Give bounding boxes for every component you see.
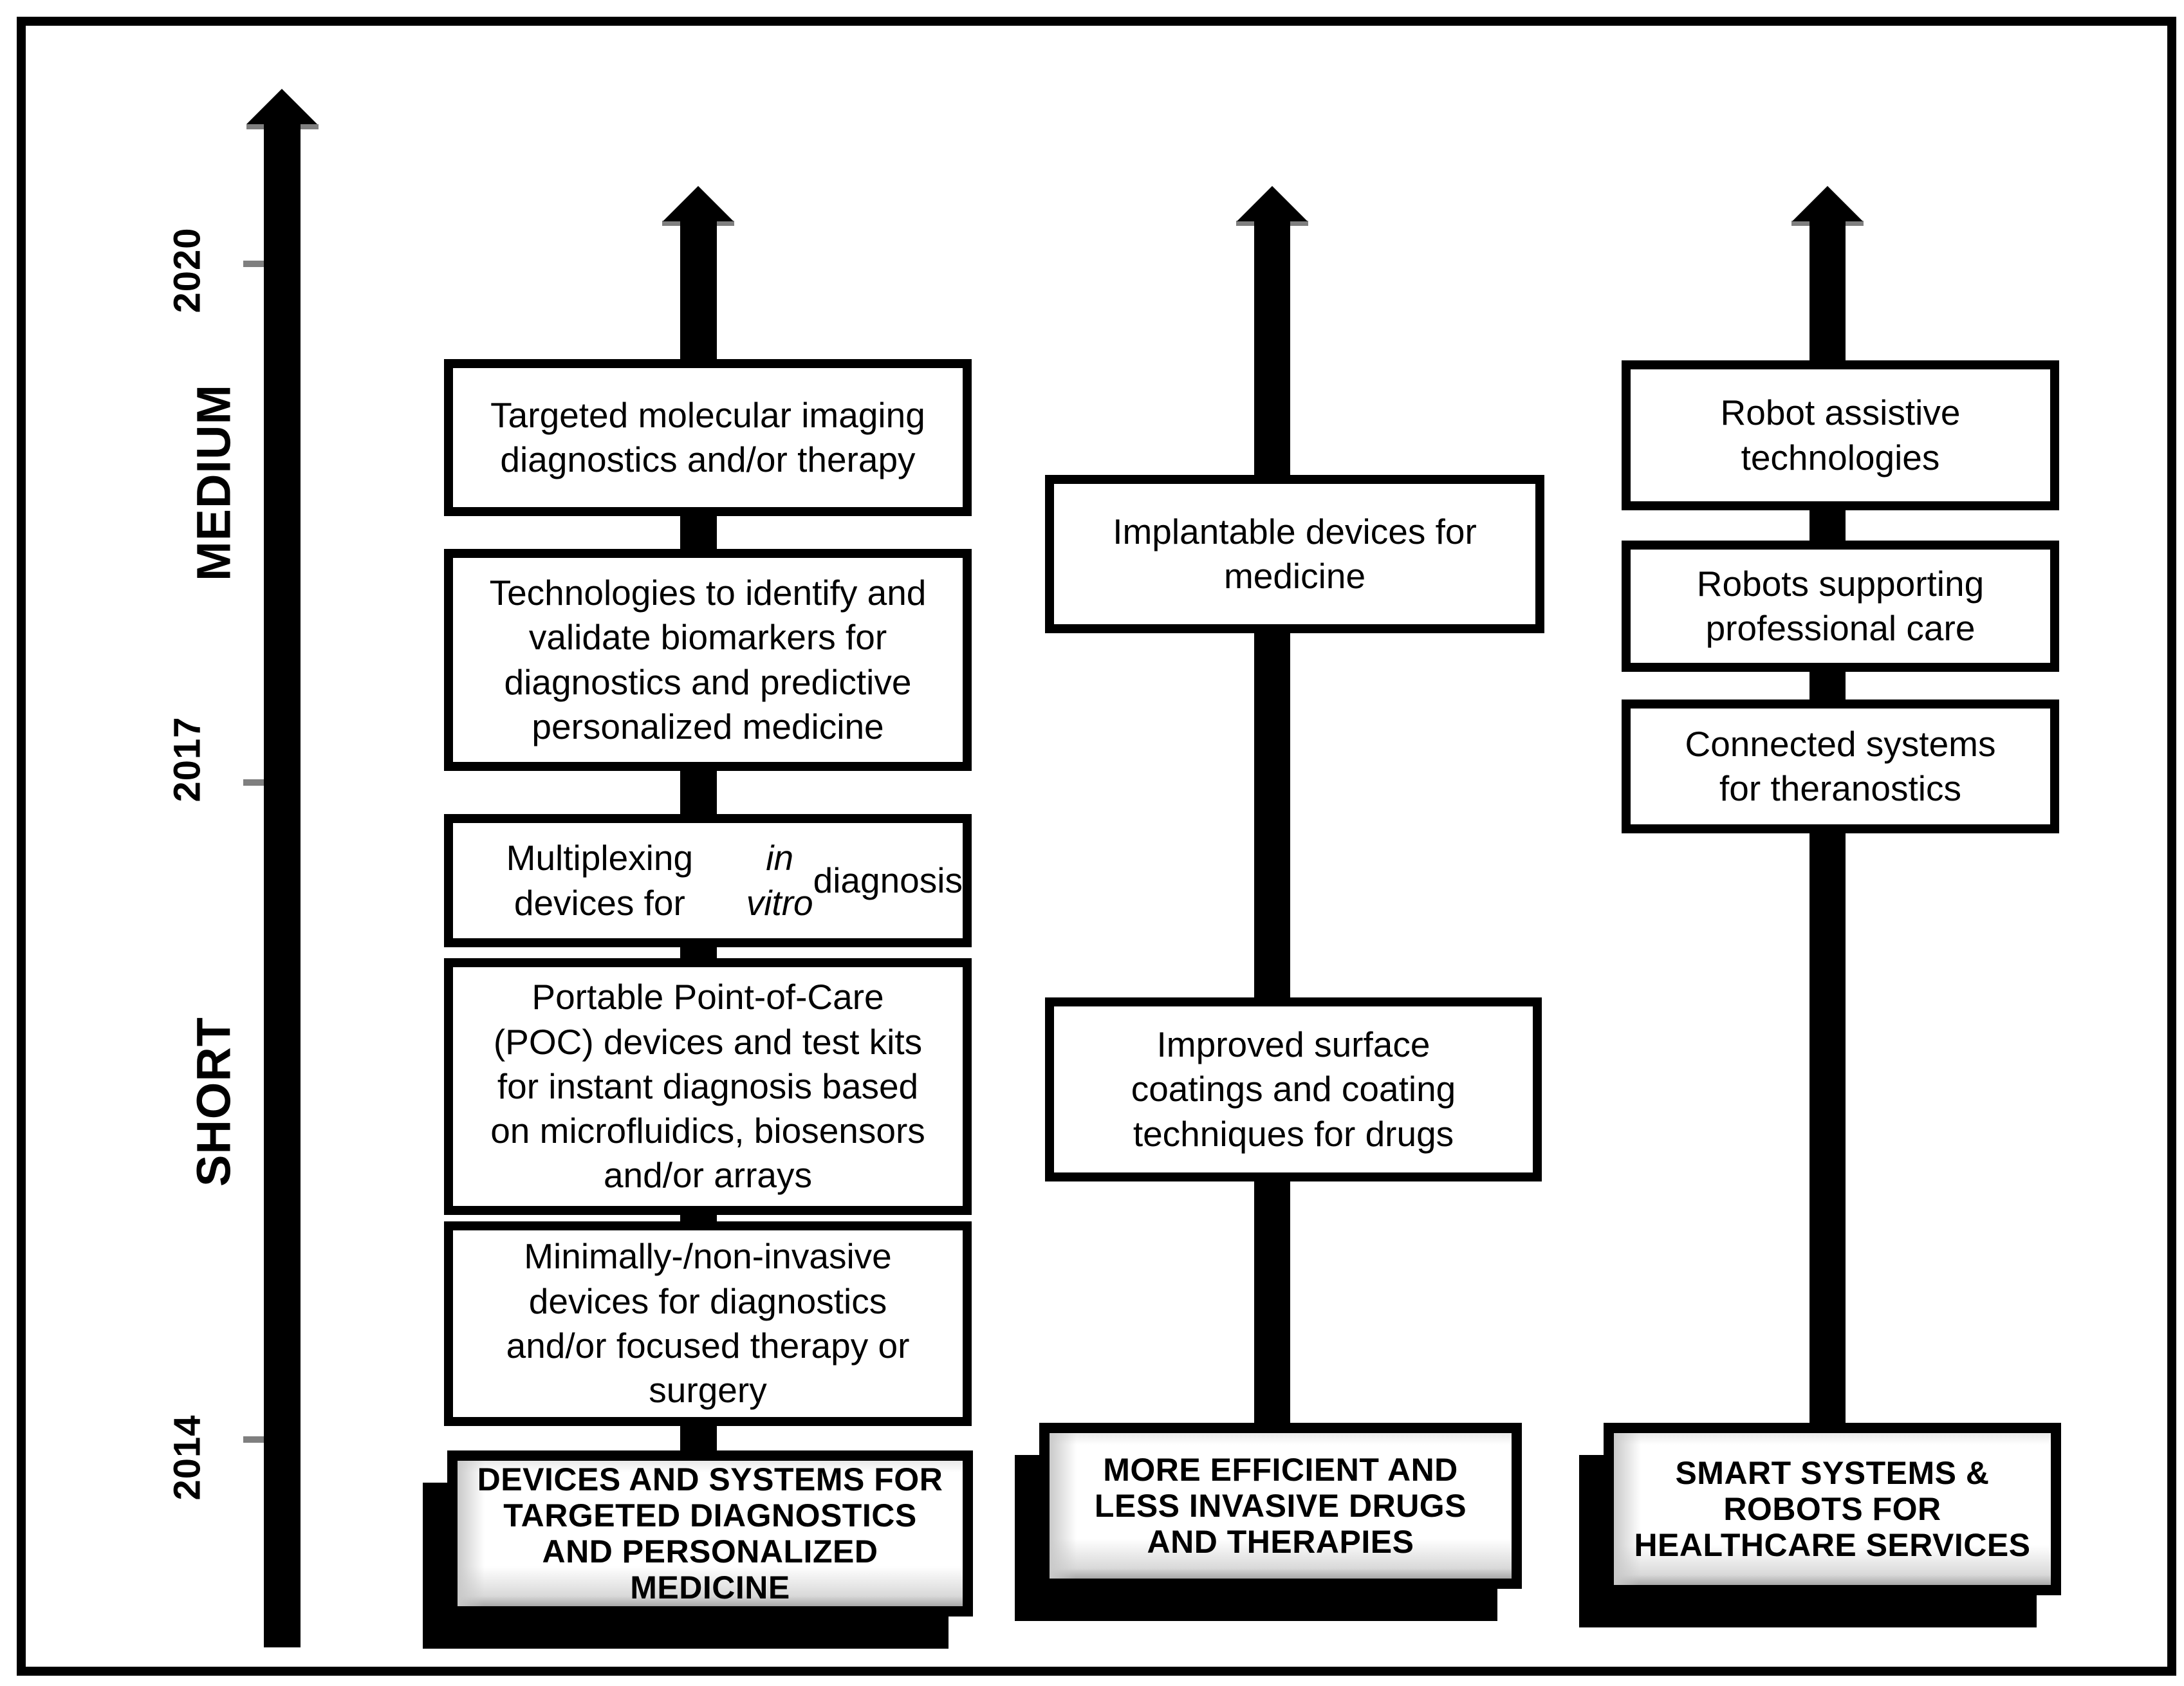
axis-label-2017: 2017 — [166, 716, 208, 802]
tick-2014 — [243, 1436, 278, 1443]
column1-header-devices-systems: DEVICES AND SYSTEMS FOR TARGETED DIAGNOS… — [447, 1450, 973, 1617]
item-portable-poc-devices: Portable Point-of-Care (POC) devices and… — [444, 958, 972, 1215]
item-minimally-invasive-devices: Minimally-/non-invasive devices for diag… — [444, 1221, 972, 1426]
time-axis-arrow-shaft — [264, 122, 301, 1647]
item-biomarker-technologies: Technologies to identify and validate bi… — [444, 549, 972, 771]
item-multiplexing-text-pre: Multiplexing devices for — [506, 838, 694, 923]
column1-up-arrow-icon — [663, 186, 734, 221]
axis-label-2014: 2014 — [166, 1414, 208, 1501]
axis-label-medium: MEDIUM — [187, 384, 241, 582]
item-targeted-molecular-imaging: Targeted molecular imaging diagnostics a… — [444, 359, 972, 516]
column2-header-drugs-therapies: MORE EFFICIENT AND LESS INVASIVE DRUGS A… — [1039, 1423, 1522, 1589]
column2-up-arrow-icon — [1237, 186, 1308, 221]
tick-2017 — [243, 779, 278, 786]
item-implantable-devices: Implantable devices for medicine — [1045, 475, 1544, 633]
tick-2020 — [243, 261, 278, 267]
item-multiplexing-text-post: diagnosis — [813, 860, 963, 900]
time-axis-up-arrow-icon — [246, 89, 317, 124]
item-improved-surface-coatings: Improved surface coatings and coating te… — [1045, 997, 1542, 1181]
item-multiplexing-devices: Multiplexing devices for in vitro diagno… — [444, 814, 972, 947]
axis-label-short: SHORT — [187, 1017, 241, 1187]
item-connected-systems-theranostics: Connected systems for theranostics — [1622, 699, 2059, 833]
column3-up-arrow-icon — [1792, 186, 1863, 221]
item-robots-supporting-care: Robots supporting professional care — [1622, 541, 2059, 672]
item-robot-assistive-technologies: Robot assistive technologies — [1622, 360, 2059, 510]
column3-header-smart-systems: SMART SYSTEMS & ROBOTS FOR HEALTHCARE SE… — [1604, 1423, 2061, 1595]
column2-arrow-shaft — [1254, 216, 1290, 1441]
axis-label-2020: 2020 — [166, 227, 208, 313]
item-multiplexing-text-italic: in vitro — [746, 838, 813, 923]
